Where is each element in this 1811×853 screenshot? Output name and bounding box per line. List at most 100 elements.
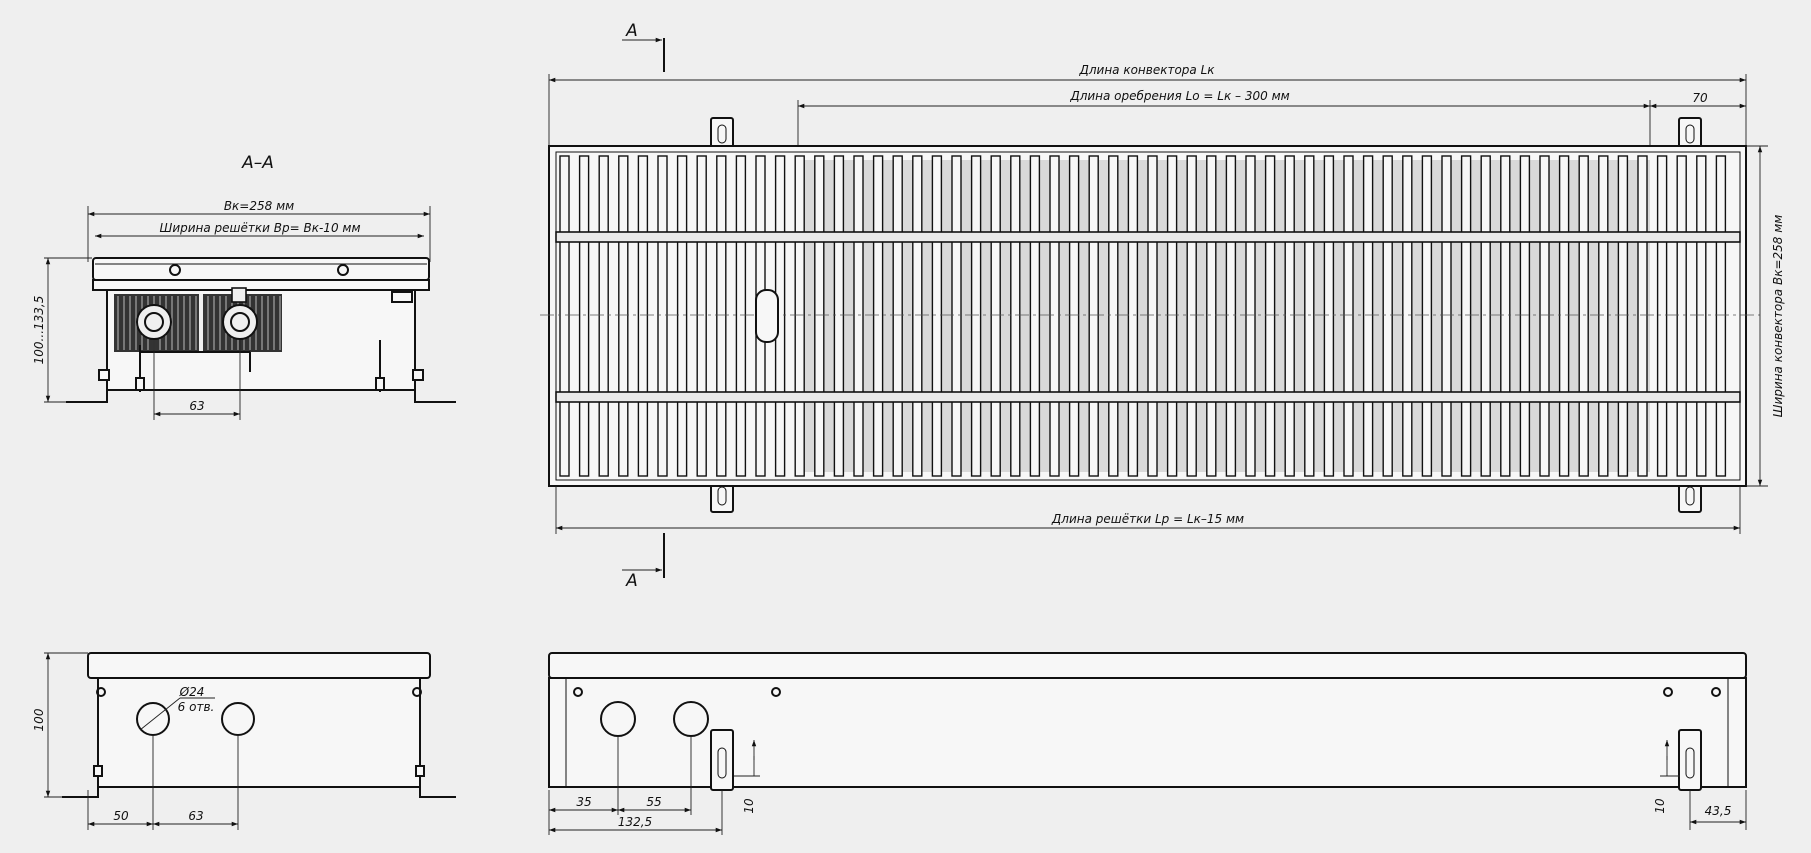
side-grille (548, 652, 1747, 679)
grille-bar (1637, 155, 1648, 477)
end-dim-63: 63 (188, 809, 203, 823)
grille-bar (696, 155, 707, 477)
grille-bar (931, 155, 943, 477)
end-grille (87, 652, 431, 679)
grille-bar (1519, 155, 1531, 477)
section-marker-top: А (622, 21, 665, 72)
plan-length-label: Длина конвектора Lк (1078, 63, 1215, 77)
grille-bar (1421, 155, 1433, 477)
section-width-label: Вк=258 мм (224, 199, 294, 213)
side-hole-2 (673, 701, 709, 737)
svg-text:А: А (625, 571, 638, 591)
grille-bar (1010, 155, 1021, 477)
section-marker-bottom: А (622, 533, 665, 591)
grille-handle (755, 289, 779, 343)
section-view-a-a: А–А Вк=258 мм Ширина решётки Вр= Вк-10 м… (32, 153, 456, 420)
side-mount-tab (1678, 729, 1702, 791)
side-dim-10-right: 10 (1653, 798, 1667, 814)
grille-bar (1598, 155, 1609, 477)
grille-bar (1500, 155, 1511, 477)
section-grille (92, 257, 430, 281)
section-screw-left (169, 264, 181, 276)
grille-bar (1108, 155, 1119, 477)
grille-bar (1029, 155, 1041, 477)
side-hole-1 (600, 701, 636, 737)
side-dim-10-left: 10 (742, 798, 756, 814)
grille-bar (578, 155, 590, 477)
grille-bar (1284, 155, 1295, 477)
grille-bar (1362, 155, 1374, 477)
section-grille-width-label: Ширина решётки Вр= Вк-10 мм (160, 221, 361, 235)
plan-fin-length-label: Длина оребрения Lо = Lк – 300 мм (1069, 89, 1289, 103)
plan-grille-length-label: Длина решётки Lр = Lк–15 мм (1051, 512, 1244, 526)
side-body (548, 677, 1747, 788)
plan-grille-bars (559, 155, 1727, 477)
grille-bar (990, 155, 1001, 477)
end-hole-count: 6 отв. (178, 700, 215, 714)
side-dim-35: 35 (576, 795, 591, 809)
grille-bar (1225, 155, 1237, 477)
section-height-label: 100...133,5 (32, 296, 46, 365)
grille-bar (1245, 155, 1256, 477)
grille-bar (892, 155, 903, 477)
grille-bar (1656, 155, 1668, 477)
end-hole-1 (136, 702, 170, 736)
grille-bar (1460, 155, 1472, 477)
grille-bar (970, 155, 982, 477)
grille-bar (1539, 155, 1550, 477)
grille-bar (1206, 155, 1217, 477)
grille-bar (814, 155, 825, 477)
grille-bar (1166, 155, 1178, 477)
grille-bar (853, 155, 864, 477)
grille-bar (598, 155, 609, 477)
grille-bar (1147, 155, 1158, 477)
grille-bar (1480, 155, 1491, 477)
grille-bar (1323, 155, 1335, 477)
grille-bar (1264, 155, 1276, 477)
side-view: 35 55 132,5 10 10 43,5 (548, 652, 1747, 835)
grille-bar (637, 155, 649, 477)
side-dim-55: 55 (646, 795, 661, 809)
grille-bar (1441, 155, 1452, 477)
grille-bar (676, 155, 688, 477)
plan-width-label: Ширина конвектора Вк=258 мм (1771, 215, 1785, 418)
side-mount-tab (710, 729, 734, 791)
end-height-label: 100 (32, 708, 46, 731)
grille-bar (657, 155, 668, 477)
grille-bar (1343, 155, 1354, 477)
plan-dim-70: 70 (1692, 91, 1708, 105)
end-view: Ø24 6 отв. 100 50 63 (32, 652, 456, 830)
side-dim-43-5: 43,5 (1705, 804, 1732, 818)
svg-text:А: А (625, 21, 638, 41)
grille-bar (1186, 155, 1197, 477)
plan-view: А А Длина конвектора Lк Длина оребрения … (540, 21, 1785, 591)
grille-bar (794, 155, 805, 477)
grille-bar (912, 155, 923, 477)
end-dim-50: 50 (113, 809, 129, 823)
end-hole-diameter: Ø24 (179, 685, 205, 699)
end-hole-2 (221, 702, 255, 736)
grille-bar (559, 155, 570, 477)
grille-bar (951, 155, 962, 477)
grille-bar (1617, 155, 1629, 477)
grille-bar (1402, 155, 1413, 477)
grille-bar (1049, 155, 1060, 477)
grille-bar (716, 155, 727, 477)
grille-bar (1676, 155, 1687, 477)
grille-bar (1127, 155, 1139, 477)
grille-bar (1068, 155, 1080, 477)
grille-bar (618, 155, 629, 477)
grille-bar (872, 155, 884, 477)
grille-bar (1578, 155, 1589, 477)
section-dim-63: 63 (189, 399, 204, 413)
grille-bar (735, 155, 747, 477)
grille-bar (1558, 155, 1570, 477)
side-dim-132-5: 132,5 (618, 815, 652, 829)
section-heat-exchanger (114, 287, 282, 352)
grille-bar (1696, 155, 1707, 477)
grille-bar (1088, 155, 1099, 477)
grille-bar (1382, 155, 1393, 477)
grille-bar (1715, 155, 1727, 477)
grille-bar (833, 155, 845, 477)
